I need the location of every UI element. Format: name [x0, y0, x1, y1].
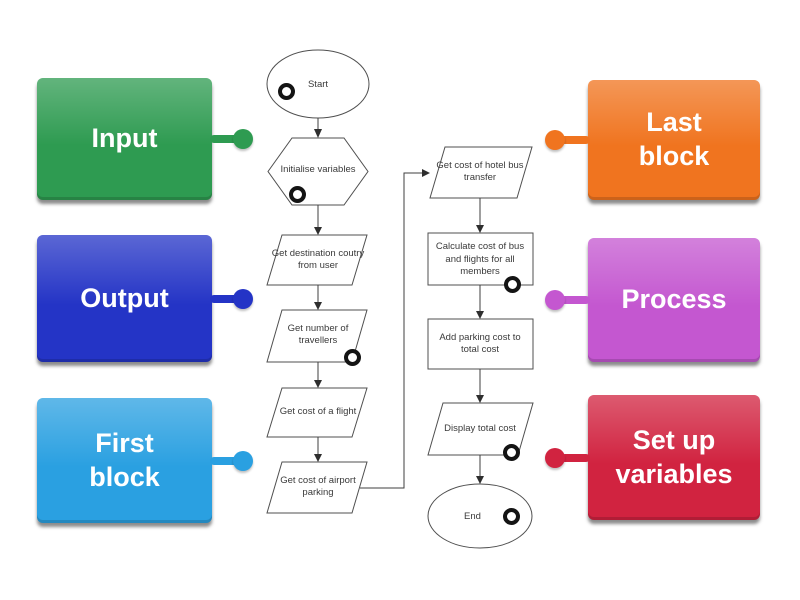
answer-card-set-up-variables[interactable]: Set up variables [545, 395, 760, 520]
connector-dot[interactable] [233, 288, 253, 309]
connector-stem [561, 136, 590, 144]
answer-card-first-block[interactable]: First block [37, 398, 253, 523]
answer-card-process[interactable]: Process [545, 238, 760, 362]
flowchart-node-hotel-bus [429, 146, 533, 199]
answer-card-input[interactable]: Input [37, 78, 253, 200]
connector-dot[interactable] [545, 447, 565, 468]
flowchart-node-flight [266, 387, 368, 438]
target-dot-display[interactable] [503, 444, 520, 461]
connector-dot[interactable] [545, 130, 565, 150]
answer-card-label: Input [91, 123, 158, 154]
flowchart-node-initialise [267, 137, 369, 206]
flowchart-node-add-parking [427, 318, 534, 370]
connector-stem [210, 456, 239, 465]
connector-stem [561, 296, 590, 304]
target-dot-calculate[interactable] [504, 276, 521, 293]
connector-stem [210, 294, 239, 303]
connector-stem [210, 135, 239, 143]
target-dot-start[interactable] [278, 83, 295, 100]
target-dot-end[interactable] [503, 508, 520, 525]
answer-card-label: First block [89, 427, 160, 492]
connector-dot[interactable] [233, 450, 253, 471]
answer-card-label: Process [621, 284, 727, 315]
flow-arrows [317, 118, 481, 489]
connector-stem [561, 453, 590, 462]
connector-dot[interactable] [545, 290, 565, 310]
flow-arrowheads [314, 129, 484, 484]
answer-card-last-block[interactable]: Last block [545, 80, 760, 200]
flow-connector-parking-to-hotel-bus [360, 172, 422, 489]
flowchart-node-parking [266, 461, 368, 514]
answer-card-label: Last block [638, 107, 710, 171]
flowchart-node-destination [266, 234, 368, 286]
answer-card-output[interactable]: Output [37, 235, 253, 362]
connector-dot[interactable] [233, 129, 253, 149]
answer-card-label: Output [80, 282, 169, 313]
target-dot-travellers[interactable] [344, 349, 361, 366]
target-dot-initialise[interactable] [289, 186, 306, 203]
answer-card-label: Set up variables [615, 424, 733, 489]
